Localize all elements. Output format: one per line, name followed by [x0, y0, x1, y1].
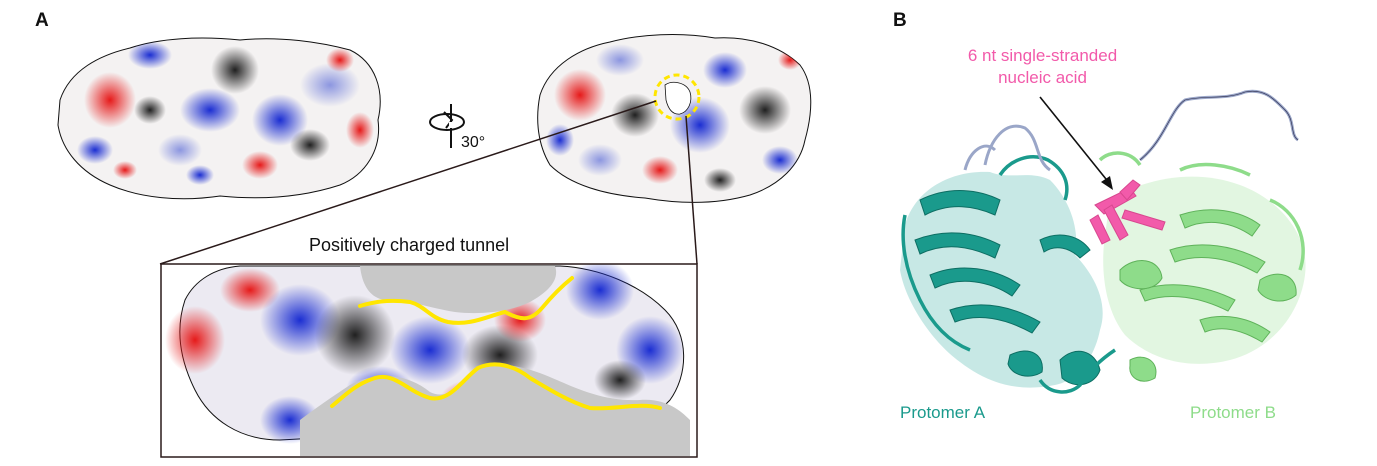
rotation-axis-icon: [429, 104, 465, 148]
cartoon-structure: [900, 89, 1306, 394]
tunnel-outline-upper: [358, 276, 574, 325]
dashed-circle-highlight: [653, 73, 701, 121]
inset-frame: [160, 263, 698, 458]
ligand-pointer-arrow: [1039, 96, 1113, 190]
protomer-b-label: Protomer B: [1190, 403, 1276, 422]
panel-label-b: B: [893, 10, 907, 31]
surface-view-right: [537, 34, 812, 204]
tunnel-inset: [160, 263, 698, 458]
ligand-label-line1: 6 nt single-stranded: [967, 46, 1118, 65]
zoom-line-left: [159, 100, 657, 265]
protomer-a-label: Protomer A: [900, 403, 986, 422]
panel-label-a: A: [35, 10, 49, 31]
ligand-label-line2: nucleic acid: [998, 68, 1087, 87]
inset-title: Positively charged tunnel: [309, 235, 510, 255]
rotation-angle-label: 30°: [461, 134, 485, 151]
tunnel-outline-lower: [330, 362, 662, 411]
protomer-a-ribbon: [900, 155, 1116, 394]
zoom-line-right: [685, 115, 698, 265]
nucleic-acid-ligand: [1089, 179, 1166, 245]
surface-view-left: [57, 37, 381, 200]
